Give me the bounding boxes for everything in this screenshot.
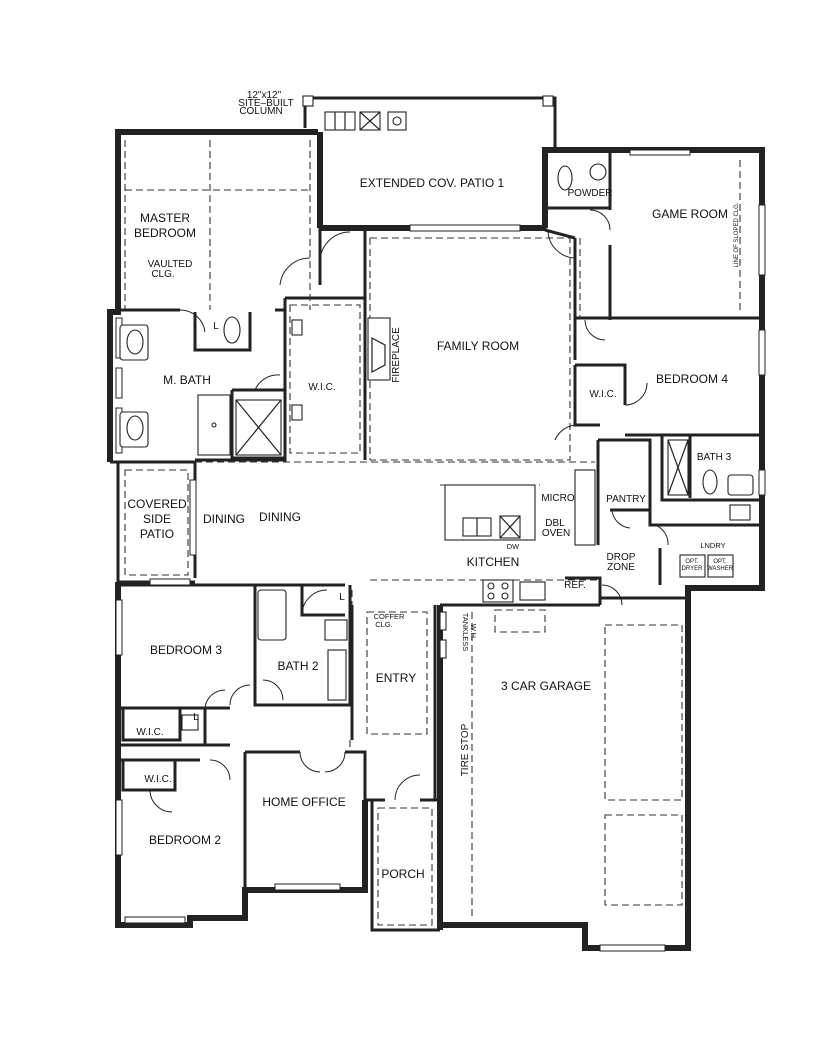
label-sloped: LINE OF SLOPED CLG.	[734, 202, 740, 267]
label-bath3: BATH 3	[697, 452, 732, 463]
label-tankless-1: TANKLESS	[461, 613, 470, 652]
label-fireplace: FIREPLACE	[391, 327, 402, 383]
label-opt-dryer-2: DRYER	[682, 566, 704, 572]
label-toilet-l3: L	[193, 712, 199, 723]
label-side-patio-3: PATIO	[140, 527, 174, 541]
label-opt-washer-2: WASHER	[707, 566, 734, 572]
label-toilet-l2: L	[339, 592, 345, 603]
label-dining-a: DINING	[203, 512, 245, 526]
label-dining-b: DINING	[259, 510, 301, 524]
label-bedroom3: BEDROOM 3	[150, 643, 222, 657]
label-bedroom3-wic: W.I.C.	[136, 727, 163, 738]
column-label-3: COLUMN	[239, 106, 282, 117]
dashed-lines	[124, 140, 741, 926]
label-coffer-1: COFFER	[374, 612, 405, 621]
label-m-bath: M. BATH	[163, 373, 211, 387]
label-bedroom4-wic: W.I.C.	[589, 389, 616, 400]
label-game-room: GAME ROOM	[652, 207, 728, 221]
label-side-patio-2: SIDE	[143, 512, 171, 526]
label-side-patio-1: COVERED	[127, 497, 187, 511]
label-lndry: LNDRY	[700, 541, 725, 550]
windows	[115, 149, 766, 952]
label-entry: ENTRY	[376, 671, 416, 685]
label-ref: REF.	[564, 580, 586, 591]
label-bedroom2: BEDROOM 2	[149, 833, 221, 847]
doors	[149, 209, 669, 813]
label-bedroom4: BEDROOM 4	[656, 372, 728, 386]
label-bath2: BATH 2	[277, 659, 318, 673]
label-opt-dryer-1: OPT.	[685, 559, 699, 565]
label-master-2: BEDROOM	[134, 226, 196, 240]
label-drop-1: DROP	[607, 552, 636, 563]
label-drop-2: ZONE	[607, 562, 635, 573]
label-tire-stop: TIRE STOP	[460, 723, 471, 776]
label-opt-washer-1: OPT.	[713, 559, 727, 565]
room-labels: 12"x12" SITE–BUILT COLUMN EXTENDED COV. …	[127, 90, 740, 881]
label-toilet-l1: L	[213, 321, 219, 332]
column-label-2: SITE–BUILT	[238, 98, 293, 109]
label-extended-patio: EXTENDED COV. PATIO 1	[360, 176, 505, 190]
label-powder: POWDER	[568, 188, 613, 199]
label-pantry: PANTRY	[606, 494, 646, 505]
fixtures	[119, 111, 754, 731]
label-home-office: HOME OFFICE	[262, 795, 345, 809]
label-dw: DW	[507, 542, 520, 551]
label-oven: OVEN	[542, 528, 570, 539]
column-label-1: 12"x12"	[247, 90, 282, 101]
label-dbl: DBL	[545, 518, 565, 529]
label-vaulted-1: VAULTED	[148, 259, 193, 270]
label-bedroom2-wic: W.I.C.	[144, 774, 171, 785]
label-family-room: FAMILY ROOM	[437, 339, 519, 353]
label-vaulted-2: CLG.	[151, 269, 174, 280]
label-porch: PORCH	[381, 867, 424, 881]
label-tankless-2: W.H.	[469, 624, 478, 640]
label-kitchen: KITCHEN	[467, 555, 520, 569]
label-garage: 3 CAR GARAGE	[501, 679, 591, 693]
label-master-wic: W.I.C.	[308, 382, 335, 393]
label-master-1: MASTER	[140, 211, 190, 225]
label-coffer-2: CLG.	[375, 620, 393, 629]
label-micro: MICRO	[541, 493, 575, 504]
